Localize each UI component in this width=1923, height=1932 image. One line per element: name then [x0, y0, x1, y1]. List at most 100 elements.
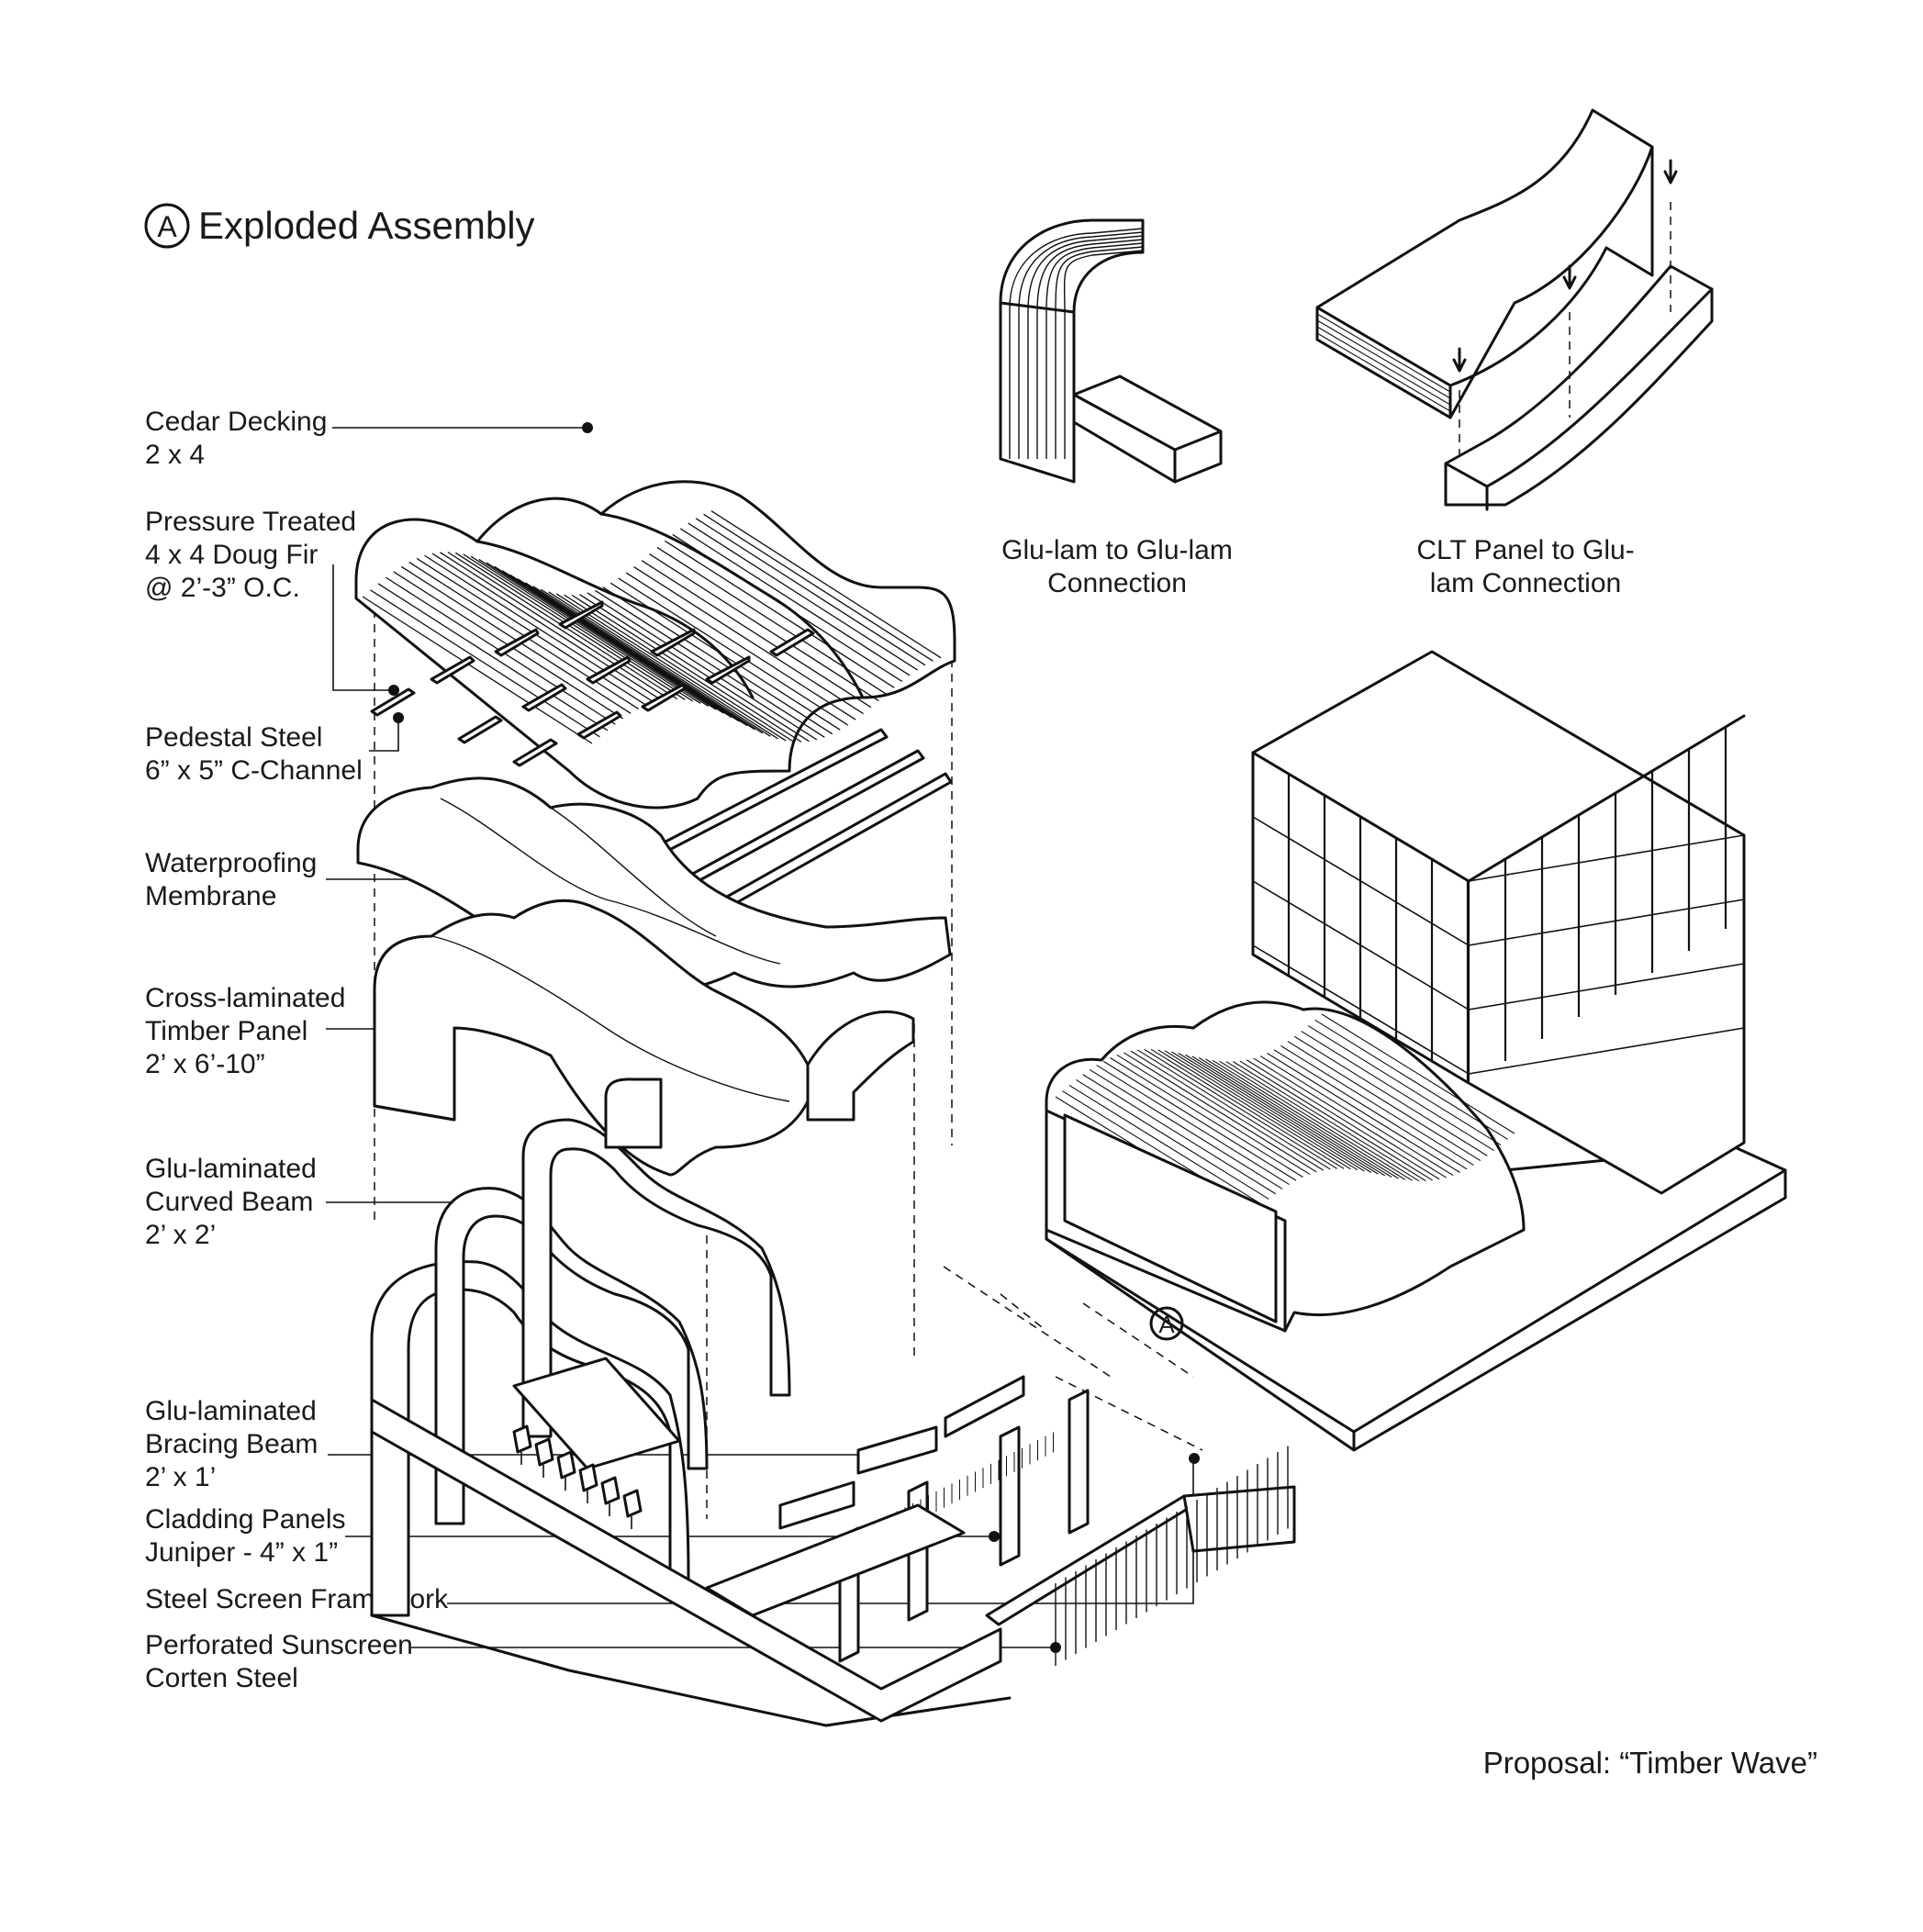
- hatch-line: [1110, 1057, 1303, 1178]
- hatch-line: [509, 574, 740, 722]
- shape: [558, 600, 604, 630]
- hatch-line: [1316, 332, 1451, 412]
- perforated-sunscreen: [985, 1446, 1296, 1666]
- leader-dot-pedestal: [393, 712, 404, 723]
- leader-pressure: [332, 564, 393, 691]
- hatch-line: [1287, 1041, 1481, 1162]
- hatch-line: [695, 518, 926, 666]
- hatch-line: [1468, 899, 1745, 946]
- hatch-line: [1164, 1050, 1358, 1171]
- clt-layers: [1316, 313, 1451, 419]
- arrow-3: [1663, 159, 1678, 184]
- leader-dot-steel-screen: [1189, 1453, 1200, 1464]
- shape: [999, 1425, 1021, 1567]
- hatch-line: [1144, 1048, 1337, 1169]
- bracing-beams: [778, 1375, 1025, 1530]
- shape: [370, 687, 416, 717]
- hatch-line: [1316, 326, 1451, 406]
- shape: [578, 1463, 598, 1492]
- hatch-line: [1225, 1061, 1420, 1182]
- hatch-line: [602, 586, 833, 735]
- hatch-line: [1468, 834, 1745, 882]
- hatch-line: [1184, 1054, 1379, 1175]
- hatch-line: [571, 594, 802, 743]
- hatch-line: [1468, 963, 1745, 1011]
- shape: [586, 655, 632, 685]
- hatch-line: [579, 594, 810, 743]
- tower-frame: [1251, 650, 1746, 1195]
- hatch-line: [594, 589, 825, 738]
- hatch-line: [618, 577, 849, 726]
- lamination: [1009, 228, 1144, 459]
- detail-clt-to-glulam: CLT Panel to Glu-lam Connection: [1315, 108, 1714, 598]
- hatch-line: [1239, 1060, 1434, 1181]
- hatch-line: [625, 572, 856, 720]
- hatch-line: [1205, 1058, 1399, 1179]
- hatch-line: [1076, 1078, 1269, 1200]
- shape: [521, 683, 567, 712]
- glulam-laminations: [1009, 228, 1144, 459]
- shape: [641, 683, 687, 712]
- hatch-line: [377, 583, 609, 731]
- lamination: [1018, 231, 1144, 459]
- exploded-assembly: [354, 480, 1296, 1727]
- hatch-line: [486, 562, 717, 710]
- shape: [1068, 1389, 1090, 1535]
- hatch-line: [470, 555, 701, 704]
- steel-screen-framework: [705, 1503, 966, 1617]
- hatch-line: [1301, 1031, 1494, 1152]
- lamination: [1036, 239, 1144, 459]
- shape: [696, 772, 953, 923]
- shape: [430, 655, 475, 685]
- hatch-line: [649, 553, 879, 702]
- hatch-line: [362, 596, 593, 744]
- hatch-line: [501, 570, 732, 719]
- lamination: [1027, 235, 1144, 459]
- shape: [457, 715, 503, 744]
- hatch-line: [1136, 1049, 1331, 1170]
- hatch-line: [679, 528, 911, 676]
- hatch-line: [564, 594, 794, 743]
- shape: [534, 1437, 554, 1467]
- hatch-line: [1280, 1044, 1474, 1166]
- lamination: [1055, 246, 1144, 459]
- building-marker-circle: [1149, 1306, 1184, 1341]
- leader-dot-cladding: [989, 1531, 1000, 1542]
- pavilion: [1045, 1000, 1526, 1333]
- hatch-line: [1468, 1027, 1745, 1075]
- shape: [556, 1450, 576, 1480]
- hatch-line: [524, 582, 755, 731]
- hatch-line: [1316, 319, 1451, 399]
- hatch-line: [440, 552, 670, 700]
- hatch-line: [1246, 1059, 1440, 1180]
- hatch-line: [1293, 1035, 1488, 1156]
- hatch-line: [532, 586, 764, 734]
- page-title: Exploded Assembly: [198, 204, 535, 247]
- hatch-line: [1252, 816, 1470, 946]
- pavilion-roof-slats: [1055, 1013, 1515, 1217]
- arrow-1: [1452, 347, 1467, 373]
- hatch-line: [431, 553, 663, 701]
- cedar-decking: [354, 480, 956, 810]
- hatch-line: [1316, 313, 1451, 393]
- hatch-line: [1068, 1085, 1263, 1205]
- hatch-line: [1116, 1054, 1311, 1175]
- hatch-line: [703, 513, 934, 662]
- hatch-line: [664, 540, 895, 688]
- hatch-line: [1212, 1059, 1406, 1180]
- hatch-line: [641, 560, 872, 709]
- shape: [512, 1424, 532, 1454]
- shape: [705, 655, 751, 685]
- hatch-line: [1267, 1053, 1460, 1173]
- title-marker-circle: [144, 203, 190, 249]
- hatch-line: [555, 593, 787, 742]
- floor-slab: [370, 1398, 1002, 1723]
- hatch-line: [517, 578, 748, 727]
